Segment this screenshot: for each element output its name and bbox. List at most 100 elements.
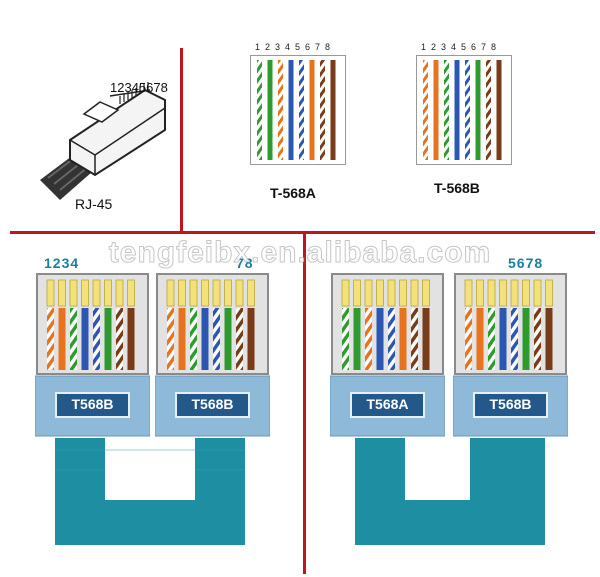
wire-orange: [399, 308, 407, 370]
wire-white-brown: [236, 308, 243, 370]
gold-contact: [364, 279, 373, 307]
gold-contact: [178, 279, 186, 307]
t568b-wire-diagram: [416, 55, 512, 165]
gold-contact: [58, 279, 66, 307]
left-pin-numbers-2: 78: [236, 255, 254, 271]
wire-white-brown: [116, 308, 123, 370]
wire-white-blue: [465, 60, 470, 160]
wire-white-green: [190, 308, 197, 370]
connector-standard-label: T568B: [473, 392, 548, 418]
wire-blue: [201, 308, 209, 370]
t568a-wire-diagram: [250, 55, 346, 165]
wire-brown: [496, 60, 502, 160]
pin-number: 3: [275, 42, 281, 52]
wire-blue: [454, 60, 460, 160]
wire-blue: [376, 308, 384, 370]
gold-contact: [224, 279, 232, 307]
gold-contact: [235, 279, 244, 307]
wire-white-green: [488, 308, 495, 370]
wire-blue: [81, 308, 89, 370]
gold-contact: [464, 279, 473, 307]
rj45-plug-icon: [40, 82, 166, 200]
connector-drawing: [452, 273, 569, 437]
wire-orange: [58, 308, 66, 370]
connector-standard-label: T568B: [55, 392, 130, 418]
gold-contact: [166, 279, 175, 307]
wire-orange: [178, 308, 186, 370]
wire-orange: [433, 60, 439, 160]
gold-contact: [399, 279, 407, 307]
wire-blue: [499, 308, 507, 370]
wire-orange: [309, 60, 315, 160]
rj45-illustration: [40, 60, 180, 200]
wire-white-blue: [511, 308, 518, 370]
wire-white-green: [444, 60, 449, 160]
gold-contact: [387, 279, 396, 307]
gold-contact: [104, 279, 112, 307]
wire-brown: [330, 60, 336, 160]
gold-contact: [201, 279, 209, 307]
gold-contact: [115, 279, 124, 307]
watermark: tengfeibx.en.alibaba.com: [108, 236, 492, 270]
wire-white-blue: [388, 308, 395, 370]
wire-green: [353, 308, 361, 370]
gold-contact: [353, 279, 361, 307]
wire-white-orange: [423, 60, 428, 160]
gold-contact: [487, 279, 496, 307]
wire-white-brown: [411, 308, 418, 370]
connector-standard-label: T568B: [175, 392, 250, 418]
gold-contact: [212, 279, 221, 307]
wire-brown: [247, 308, 255, 370]
horizontal-divider: [10, 231, 595, 234]
gold-contact: [422, 279, 430, 307]
wire-white-orange: [278, 60, 283, 160]
vertical-divider-bottom: [303, 234, 306, 574]
left-connector-1: T568B: [34, 272, 151, 437]
wire-white-blue: [299, 60, 304, 160]
gold-contact: [510, 279, 519, 307]
gold-contact: [376, 279, 384, 307]
wire-brown: [545, 308, 553, 370]
right-connector-1: T568A: [329, 272, 446, 437]
wire-white-brown: [486, 60, 491, 160]
pin-number: 1: [421, 42, 427, 52]
rj45-title: RJ-45: [75, 196, 113, 212]
pin-number: 3: [441, 42, 447, 52]
connector-standard-label: T568A: [350, 392, 425, 418]
pin-number: 7: [481, 42, 487, 52]
gold-contact: [533, 279, 542, 307]
rj45-pin-label: 12345678: [110, 80, 168, 95]
gold-contact: [46, 279, 55, 307]
wire-white-brown: [534, 308, 541, 370]
pin-number: 6: [305, 42, 311, 52]
wire-blue: [288, 60, 294, 160]
gold-contact: [127, 279, 135, 307]
pin-number: 5: [461, 42, 467, 52]
pin-number: 1: [255, 42, 261, 52]
wire-white-green: [342, 308, 349, 370]
wire-white-orange: [47, 308, 54, 370]
wire-white-green: [70, 308, 77, 370]
gold-contact: [247, 279, 255, 307]
vertical-divider-top: [180, 48, 183, 232]
wire-brown: [422, 308, 430, 370]
wire-white-orange: [365, 308, 372, 370]
gold-contact: [92, 279, 101, 307]
wire-green: [224, 308, 232, 370]
gold-contact: [545, 279, 553, 307]
pin-number: 4: [451, 42, 457, 52]
right-pin-numbers-2: 5678: [508, 255, 544, 271]
wire-green: [475, 60, 481, 160]
pin-number: 2: [265, 42, 271, 52]
wire-green: [522, 308, 530, 370]
gold-contact: [522, 279, 530, 307]
pin-number: 7: [315, 42, 321, 52]
pin-number: 5: [295, 42, 301, 52]
pin-number: 4: [285, 42, 291, 52]
gold-contact: [499, 279, 507, 307]
wire-white-brown: [320, 60, 325, 160]
wire-orange: [476, 308, 484, 370]
